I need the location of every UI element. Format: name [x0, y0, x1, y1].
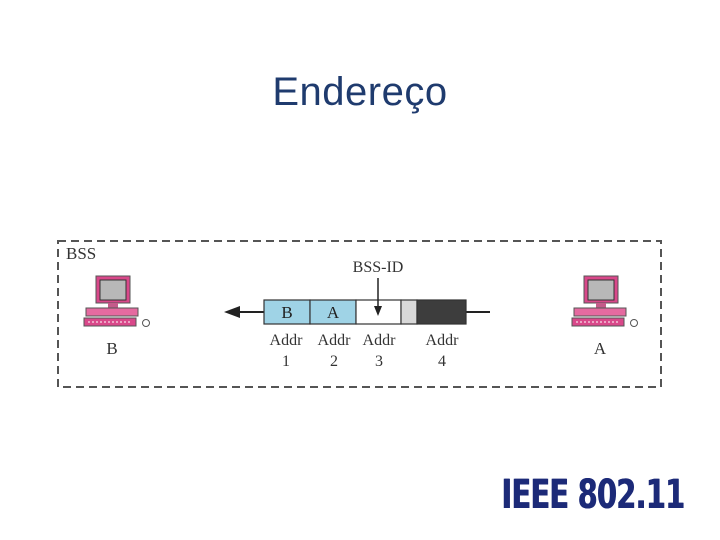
bss-boundary: [57, 240, 662, 388]
computer-icon-right: [571, 275, 638, 327]
bssid-label: BSS-ID: [353, 259, 404, 276]
addr3-label: Addr: [363, 332, 397, 349]
station-label-b: B: [106, 339, 117, 358]
addr1-number: 1: [282, 353, 290, 370]
down-arrow-icon: [374, 306, 382, 316]
addr2-label: Addr: [318, 332, 352, 349]
addr1-label: Addr: [270, 332, 304, 349]
frame-field-addr4: [416, 299, 467, 325]
frame-field-addr2: [309, 299, 357, 325]
bss-label: BSS: [66, 244, 96, 263]
station-label-a: A: [594, 339, 607, 358]
ieee-logo: IEEE 802.11: [501, 472, 685, 518]
computer-icon-left: [83, 275, 150, 327]
frame-field-gap: [400, 299, 418, 325]
addr4-number: 4: [438, 353, 446, 370]
left-arrow-icon: [224, 306, 240, 318]
addr3-number: 3: [375, 353, 383, 370]
addr2-value: A: [327, 303, 340, 322]
page-title: Endereço: [272, 70, 448, 114]
addr4-label: Addr: [426, 332, 460, 349]
addr2-number: 2: [330, 353, 338, 370]
addr1-value: B: [281, 303, 292, 322]
